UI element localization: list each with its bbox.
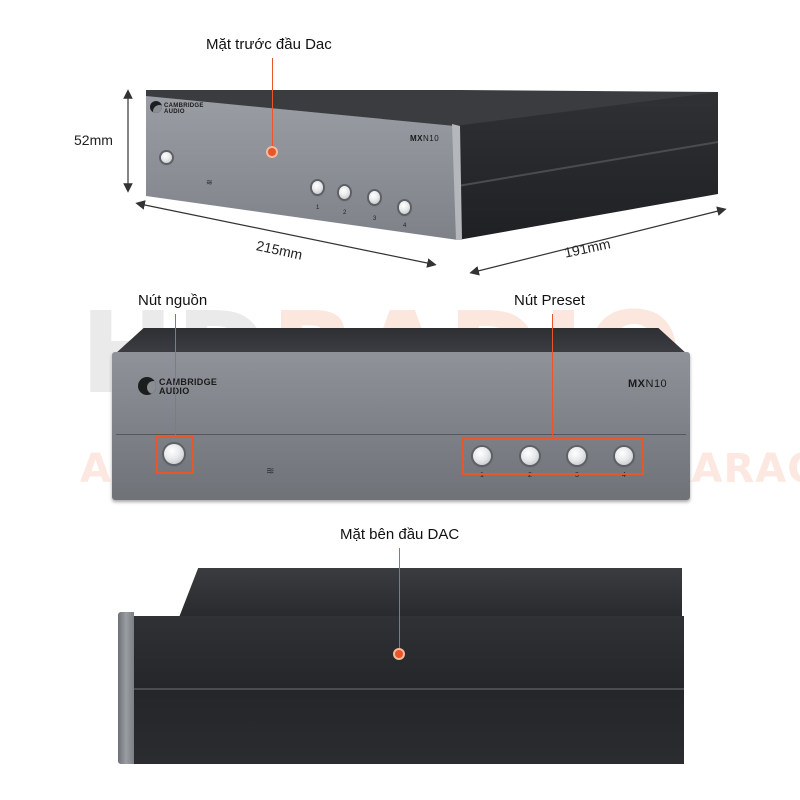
front-wifi-icon: ≋ [266, 466, 275, 477]
power-leader [175, 314, 176, 436]
top-logo-line1: CAMBRIDGE [164, 103, 204, 109]
height-dimension: 52mm [74, 132, 113, 148]
label-front-face: Mặt trước đầu Dac [206, 36, 332, 53]
front-face-marker [268, 148, 276, 156]
front-logo-text: CAMBRIDGE AUDIO [159, 378, 217, 396]
front-logo-line1: CAMBRIDGE [159, 377, 218, 387]
front-preset-num-2: 2 [528, 472, 532, 479]
front-preset-button-4 [615, 447, 633, 465]
side-view-body [128, 616, 684, 764]
front-model-text: MXN10 [628, 378, 667, 390]
front-preset-button-2 [521, 447, 539, 465]
front-preset-button-1 [473, 447, 491, 465]
top-model-text: MXN10 [410, 134, 439, 143]
top-logo-text: CAMBRIDGE AUDIO [164, 103, 204, 115]
front-face-leader [272, 58, 273, 150]
front-preset-num-4: 4 [622, 472, 626, 479]
side-view-top [178, 568, 682, 620]
top-logo-icon [150, 101, 162, 113]
side-leader [399, 548, 400, 650]
front-model-rest: N10 [645, 378, 668, 390]
top-preset-button-3 [369, 191, 380, 204]
front-view-panel [112, 352, 690, 500]
dimension-arrows [123, 89, 727, 276]
side-view-front-cap [118, 612, 134, 764]
top-power-button [161, 152, 172, 163]
front-preset-num-1: 1 [480, 472, 484, 479]
top-preset-button-2 [339, 186, 350, 199]
top-wifi-icon: ≋ [206, 178, 213, 187]
front-logo-icon [138, 377, 156, 395]
side-view-seam [128, 688, 684, 690]
top-preset-button-1 [312, 181, 323, 194]
front-view-top-edge [115, 328, 687, 354]
front-panel-groove [116, 434, 686, 435]
preset-leader [552, 314, 553, 438]
preset-highlight-box [462, 437, 644, 475]
front-power-button [164, 444, 184, 464]
front-preset-button-3 [568, 447, 586, 465]
label-preset-buttons: Nút Preset [514, 292, 585, 309]
top-model-rest: N10 [423, 134, 440, 143]
label-side-face: Mặt bên đầu DAC [340, 526, 460, 543]
top-model-bold: MX [410, 134, 423, 143]
top-perspective-view: CAMBRIDGE AUDIO MXN10 ≋ 1 2 3 4 Mặt trướ… [0, 0, 800, 300]
top-logo-line2: AUDIO [164, 109, 185, 115]
power-highlight-box [156, 436, 194, 474]
front-model-bold: MX [628, 378, 646, 390]
label-power-button: Nút nguồn [138, 292, 208, 309]
front-preset-num-3: 3 [575, 472, 579, 479]
front-logo-line2: AUDIO [159, 387, 217, 396]
side-marker [395, 650, 403, 658]
